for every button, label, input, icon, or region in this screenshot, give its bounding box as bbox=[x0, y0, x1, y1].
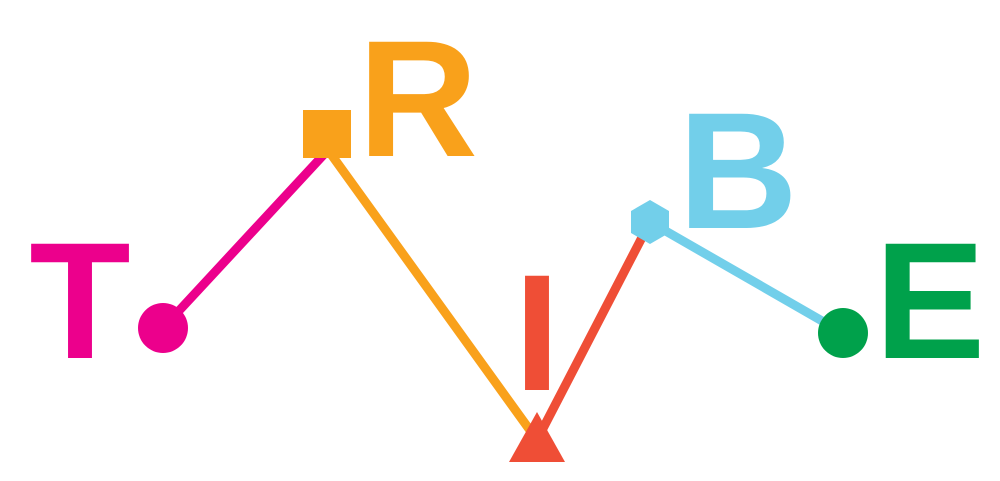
connector-line-i-b bbox=[532, 217, 655, 445]
hexagon-marker-b bbox=[631, 200, 669, 244]
letter-e: E bbox=[875, 209, 986, 394]
triangle-marker-i bbox=[509, 412, 565, 462]
connector-line-b-e bbox=[645, 217, 848, 338]
square-marker-r bbox=[303, 110, 351, 158]
circle-marker-t bbox=[138, 303, 188, 353]
letter-t: T bbox=[29, 209, 130, 394]
letter-i: I bbox=[514, 241, 560, 426]
connector-line-r-i bbox=[323, 145, 542, 445]
letter-r: R bbox=[358, 7, 478, 192]
connector-line-t-r bbox=[158, 145, 333, 333]
circle-marker-e bbox=[818, 308, 868, 358]
letter-b: B bbox=[678, 79, 798, 264]
